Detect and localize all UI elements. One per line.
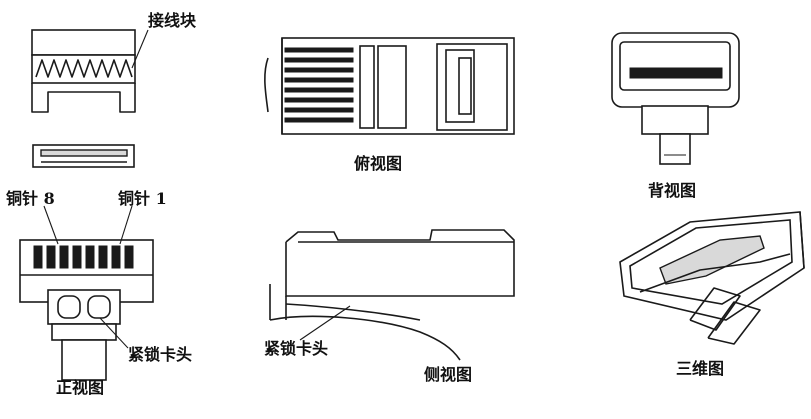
- three-d-view-label: 三维图: [676, 359, 725, 378]
- latch-side-label: 紧锁卡头: [264, 339, 329, 358]
- terminal-block-drawing: [31, 29, 149, 113]
- terminal-block-label: 接线块: [148, 11, 197, 30]
- latch-front-label: 紧锁卡头: [128, 345, 193, 364]
- front-view-drawing: [19, 205, 154, 381]
- terminal-plate-drawing: [32, 144, 135, 168]
- back-view-drawing: [611, 32, 740, 165]
- copper-pin-1-label: 铜针 1: [118, 189, 167, 208]
- top-view-drawing: [264, 37, 515, 135]
- three-d-view-drawing: [619, 211, 805, 345]
- side-view-label: 侧视图: [424, 365, 473, 384]
- top-view-label: 俯视图: [354, 154, 403, 173]
- side-view-drawing: [269, 229, 515, 361]
- back-view-label: 背视图: [648, 181, 697, 200]
- front-view-label: 正视图: [56, 378, 105, 397]
- copper-pin-8-label: 铜针 8: [6, 189, 55, 208]
